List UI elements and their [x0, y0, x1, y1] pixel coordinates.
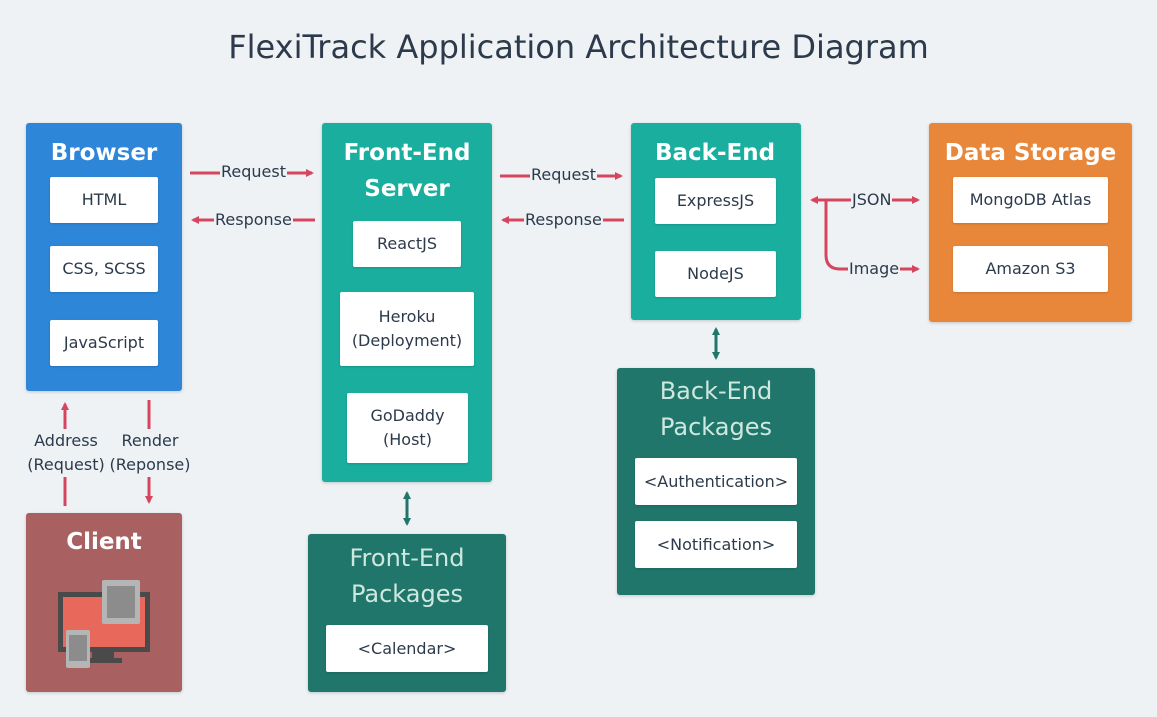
client-title: Client — [66, 529, 142, 555]
edge-label-address-text: Address (Request) — [27, 431, 105, 474]
diagram-title: FlexiTrack Application Architecture Diag… — [228, 28, 929, 66]
edge-label-render-text: Render (Reponse) — [109, 431, 191, 474]
frontend-title-line2: Server — [364, 176, 450, 202]
backend-packages-title-line2: Packages — [660, 413, 772, 441]
storage-item-s3: Amazon S3 — [953, 246, 1108, 292]
browser-title: Browser — [50, 140, 158, 166]
edge-label-request-2: Request — [530, 165, 597, 185]
frontend-item-heroku: Heroku (Deployment) — [340, 292, 474, 366]
frontend-item-godaddy: GoDaddy (Host) — [347, 393, 468, 463]
arrow-backend-storage-image — [824, 199, 920, 273]
edge-label-request-1: Request — [220, 162, 287, 182]
frontend-packages-box: Front-End Packages <Calendar> — [308, 534, 506, 692]
backend-item-expressjs: ExpressJS — [655, 178, 776, 224]
edge-label-address: Address (Request) — [26, 429, 106, 477]
browser-item-html: HTML — [50, 177, 158, 223]
backend-packages-box: Back-End Packages <Authentication> <Noti… — [617, 368, 815, 595]
frontend-server-box: Front-End Server ReactJS Heroku (Deploym… — [322, 123, 492, 482]
backend-box: Back-End ExpressJS NodeJS — [631, 123, 801, 320]
storage-item-mongodb: MongoDB Atlas — [953, 177, 1108, 223]
edge-label-image: Image — [848, 259, 901, 279]
devices-icon — [58, 580, 150, 668]
data-storage-box: Data Storage MongoDB Atlas Amazon S3 — [929, 123, 1132, 322]
browser-box: Browser HTML CSS, SCSS JavaScript — [26, 123, 182, 391]
browser-item-css: CSS, SCSS — [50, 246, 158, 292]
edge-label-response-2: Response — [524, 210, 603, 230]
edge-label-json: JSON — [851, 190, 893, 210]
backend-packages-title-line1: Back-End — [659, 377, 773, 405]
edge-label-response-1: Response — [214, 210, 293, 230]
data-storage-title: Data Storage — [944, 140, 1117, 166]
browser-item-javascript: JavaScript — [50, 320, 158, 366]
frontend-packages-title-line2: Packages — [351, 580, 463, 608]
backend-item-nodejs: NodeJS — [655, 251, 776, 297]
frontend-package-calendar: <Calendar> — [326, 625, 488, 672]
backend-package-notification: <Notification> — [635, 521, 797, 568]
client-box: Client — [26, 513, 182, 692]
frontend-item-reactjs: ReactJS — [353, 221, 461, 267]
frontend-title-line1: Front-End — [343, 140, 471, 166]
edge-label-render: Render (Reponse) — [108, 429, 192, 477]
backend-package-authentication: <Authentication> — [635, 458, 797, 505]
backend-title: Back-End — [655, 140, 776, 166]
frontend-packages-title-line1: Front-End — [349, 544, 465, 572]
